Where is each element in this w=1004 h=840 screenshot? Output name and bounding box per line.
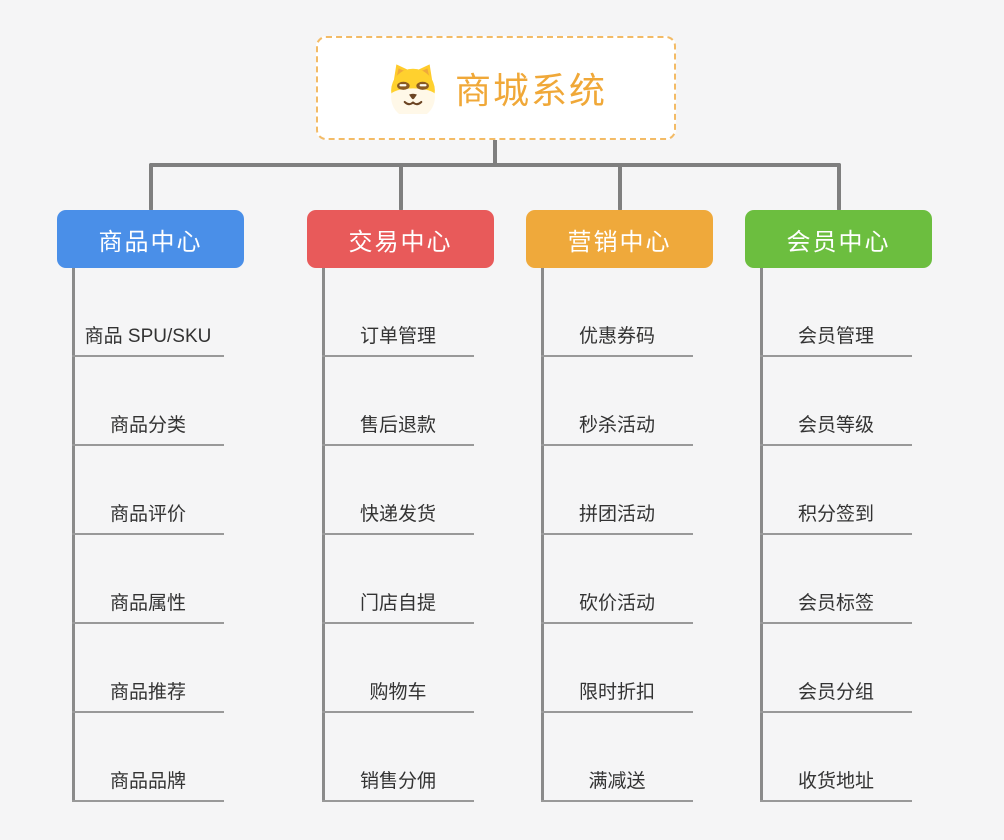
- branch-connector-line: [541, 268, 544, 802]
- sub-item[interactable]: 商品属性: [72, 584, 224, 624]
- connector-root-drop: [493, 138, 497, 165]
- sub-item[interactable]: 拼团活动: [541, 495, 693, 535]
- sub-item[interactable]: 会员管理: [760, 317, 912, 357]
- sub-item[interactable]: 门店自提: [322, 584, 474, 624]
- root-title: 商城系统: [454, 70, 607, 111]
- sub-item[interactable]: 商品分类: [72, 406, 224, 446]
- sub-item[interactable]: 限时折扣: [541, 673, 693, 713]
- connector-branch-drop: [836, 163, 841, 211]
- branch-box-member-center[interactable]: 会员中心: [745, 210, 932, 268]
- sub-item[interactable]: 商品品牌: [72, 762, 224, 802]
- connector-trunk: [149, 163, 841, 167]
- branch-box-trade-center[interactable]: 交易中心: [307, 210, 494, 268]
- sub-item[interactable]: 秒杀活动: [541, 406, 693, 446]
- sub-item[interactable]: 优惠券码: [541, 317, 693, 357]
- sub-item[interactable]: 会员等级: [760, 406, 912, 446]
- sub-item[interactable]: 销售分佣: [322, 762, 474, 802]
- sub-item[interactable]: 商品评价: [72, 495, 224, 535]
- dog-icon: [391, 64, 435, 114]
- sub-item[interactable]: 商品推荐: [72, 673, 224, 713]
- sub-item[interactable]: 商品 SPU/SKU: [72, 317, 224, 357]
- branch-box-product-center[interactable]: 商品中心: [57, 210, 244, 268]
- branch-column-trade-center: 交易中心订单管理售后退款快递发货门店自提购物车销售分佣: [307, 210, 567, 820]
- branch-column-marketing-center: 营销中心优惠券码秒杀活动拼团活动砍价活动限时折扣满减送: [526, 210, 786, 820]
- sub-item[interactable]: 积分签到: [760, 495, 912, 535]
- branch-box-marketing-center[interactable]: 营销中心: [526, 210, 713, 268]
- root-node[interactable]: 商城系统: [316, 36, 676, 140]
- branch-column-product-center: 商品中心商品 SPU/SKU 商品分类商品评价商品属性商品推荐商品品牌: [57, 210, 317, 820]
- sub-item[interactable]: 购物车: [322, 673, 474, 713]
- branch-connector-line: [322, 268, 325, 802]
- connector-branch-drop: [398, 163, 403, 211]
- sub-item[interactable]: 收货地址: [760, 762, 912, 802]
- sub-item[interactable]: 会员分组: [760, 673, 912, 713]
- sub-item[interactable]: 砍价活动: [541, 584, 693, 624]
- branch-connector-line: [72, 268, 75, 802]
- branch-connector-line: [760, 268, 763, 802]
- sub-item[interactable]: 会员标签: [760, 584, 912, 624]
- sub-item[interactable]: 售后退款: [322, 406, 474, 446]
- sub-item[interactable]: 订单管理: [322, 317, 474, 357]
- branch-column-member-center: 会员中心会员管理会员等级积分签到会员标签会员分组收货地址: [745, 210, 1004, 820]
- sub-item[interactable]: 满减送: [541, 762, 693, 802]
- connector-branch-drop: [148, 163, 153, 211]
- sub-item[interactable]: 快递发货: [322, 495, 474, 535]
- connector-branch-drop: [617, 163, 622, 211]
